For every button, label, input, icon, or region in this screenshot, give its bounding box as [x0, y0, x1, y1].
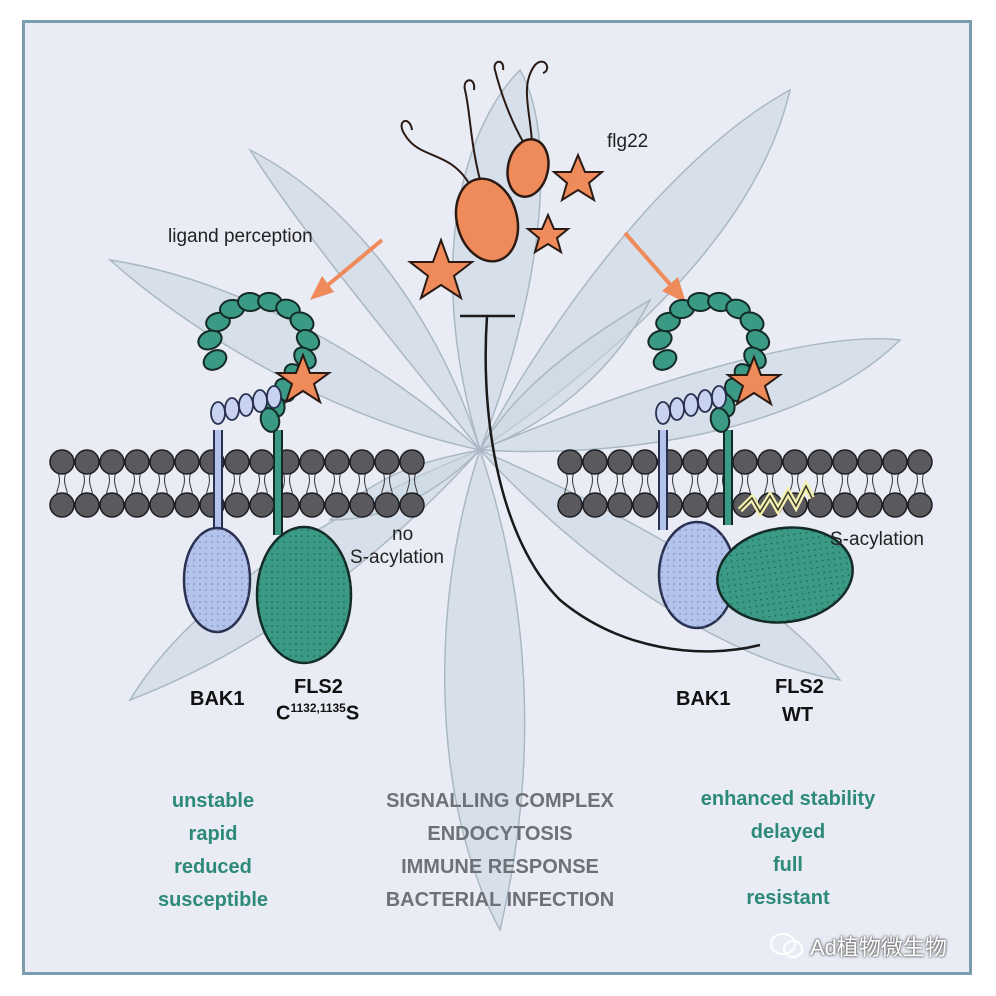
- right-receptor-complex: [647, 291, 854, 630]
- right-bak1-bead: [683, 393, 699, 417]
- flg22-star-left: [407, 237, 475, 301]
- flg22-star-bound-left: [273, 352, 333, 405]
- watermark-text: Ad植物微生物: [810, 935, 947, 960]
- fls2-left-label: FLS2: [294, 676, 343, 698]
- left-lrr-bead: [202, 349, 228, 371]
- outcome-left-4: susceptible: [157, 889, 269, 911]
- category-2: ENDOCYTOSIS: [427, 823, 573, 845]
- left-bak1-bead: [252, 389, 268, 413]
- category-4: BACTERIAL INFECTION: [385, 889, 615, 911]
- wt-label: WT: [782, 704, 814, 726]
- bacterium-small: [506, 138, 550, 198]
- right-lrr-bead: [652, 349, 678, 371]
- arrow-to-right-complex: [623, 231, 686, 303]
- outcome-left-1: unstable: [171, 790, 255, 812]
- s-acylation-right-label: S-acylation: [830, 529, 924, 550]
- flg22-label: flg22: [607, 131, 649, 152]
- watermark: Ad植物微生物: [770, 930, 947, 962]
- outcome-left-3: reduced: [174, 856, 252, 878]
- left-lrr-bead: [259, 407, 281, 433]
- category-1: SIGNALLING COMPLEX: [386, 790, 614, 812]
- bacteria: [400, 60, 549, 186]
- right-bak1-bead: [697, 389, 713, 413]
- left-receptor-complex: [182, 291, 353, 665]
- fls2-right-label: FLS2: [775, 676, 824, 698]
- right-lrr-bead: [647, 329, 673, 351]
- right-lrr-bead: [709, 407, 731, 433]
- left-lrr-bead: [205, 311, 231, 333]
- right-bak1-bead: [669, 397, 685, 421]
- left-outcome-column: unstable rapid reduced susceptible: [113, 785, 313, 917]
- no-label: no: [392, 524, 414, 545]
- right-bak1-bead: [711, 385, 727, 409]
- right-lrr-bead: [655, 311, 681, 333]
- flg22-star-bound-right: [724, 354, 784, 407]
- outcome-right-3: full: [773, 854, 803, 876]
- left-bak1-bead: [210, 401, 226, 425]
- bak1-left-label: BAK1: [190, 688, 245, 710]
- left-bak1-bead: [224, 397, 240, 421]
- inhibition-line: [460, 314, 761, 653]
- arrow-to-left-complex: [310, 238, 384, 300]
- middle-category-column: SIGNALLING COMPLEX ENDOCYTOSIS IMMUNE RE…: [350, 785, 650, 917]
- ligand-perception-label: ligand perception: [168, 226, 313, 247]
- right-bak1-bead: [655, 401, 671, 425]
- left-bak1-bead: [266, 385, 282, 409]
- category-3: IMMUNE RESPONSE: [401, 856, 599, 878]
- bacterium-large: [454, 177, 520, 263]
- outcome-right-1: enhanced stability: [700, 788, 876, 810]
- fls2-mutant-label: C1132,1135S: [276, 701, 360, 725]
- outcome-right-4: resistant: [746, 887, 830, 909]
- left-lrr-bead: [197, 329, 223, 351]
- outcome-right-2: delayed: [750, 821, 826, 843]
- membrane-left: [49, 449, 425, 518]
- outcome-left-2: rapid: [188, 823, 238, 845]
- right-outcome-column: enhanced stability delayed full resistan…: [668, 783, 908, 915]
- chat-bubble-icon: [770, 933, 803, 958]
- s-acylation-left-label: S-acylation: [350, 547, 444, 568]
- bak1-right-label: BAK1: [676, 688, 731, 710]
- flg22-star-top-right: [551, 152, 605, 203]
- left-lrr-bead: [289, 311, 315, 333]
- left-bak1-bead: [238, 393, 254, 417]
- right-lrr-bead: [739, 311, 765, 333]
- flg22-star-middle: [525, 212, 571, 255]
